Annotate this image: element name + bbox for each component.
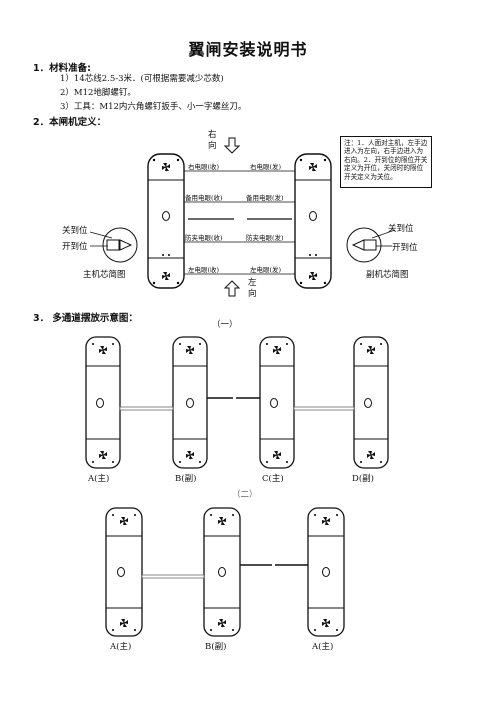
wire-right-label: 防夹电眼(发) bbox=[246, 234, 284, 242]
unit-label: A(主) bbox=[88, 474, 110, 484]
wire-right-label: 右电眼(发) bbox=[250, 163, 282, 171]
layout-1-drawing bbox=[85, 336, 389, 469]
material-item-3: 3）工具：M12内六角螺钉扳手、小一字螺丝刀。 bbox=[60, 102, 247, 112]
section-2-heading: 2．本闸机定义： bbox=[33, 117, 107, 128]
unit-label: A(主) bbox=[312, 642, 334, 652]
section-1-heading: 1．材料准备: bbox=[33, 63, 91, 74]
unit-label: B(副) bbox=[205, 642, 227, 652]
master-mechanism-icon bbox=[89, 227, 138, 263]
slave-mechanism-icon bbox=[346, 227, 396, 263]
layout-1-label: （一） bbox=[212, 320, 238, 330]
master-gate-unit bbox=[147, 153, 185, 289]
slave-open-position-label: 开到位 bbox=[392, 243, 418, 253]
material-item-1: 1）14芯线2.5-3米．(可根据需要减少芯数) bbox=[60, 74, 224, 84]
unit-label: A(主) bbox=[110, 642, 132, 652]
unit-label: D(副) bbox=[352, 474, 374, 484]
right-direction-arrow-icon bbox=[223, 137, 241, 154]
layout-2-label: （二） bbox=[232, 490, 258, 500]
master-open-position-label: 开到位 bbox=[62, 242, 88, 252]
wire-right-label: 左电眼(发) bbox=[250, 266, 282, 274]
slave-gate-unit bbox=[294, 153, 332, 289]
bottom-arrow-label: 左向 bbox=[248, 278, 257, 299]
slave-close-position-label: 关到位 bbox=[388, 224, 414, 234]
definition-note: 注：1．人面对主机，左手边进入为左向，右手边进入为右向。2．开到位的限位开关定义… bbox=[340, 136, 432, 188]
wire-left-label: 防夹电眼(收) bbox=[185, 234, 223, 242]
section-3-heading: 3． 多通道摆放示意图： bbox=[33, 313, 138, 324]
wire-left-label: 左电眼(收) bbox=[188, 266, 220, 274]
master-caption: 主机芯简图 bbox=[83, 270, 126, 280]
material-item-2: 2）M12地脚螺钉。 bbox=[60, 88, 136, 98]
wire-left-label: 右电眼(收) bbox=[188, 163, 220, 171]
unit-label: C(主) bbox=[262, 474, 284, 484]
wire-right-label: 备用电眼(发) bbox=[246, 194, 284, 202]
wire-left-label: 备用电眼(收) bbox=[185, 194, 223, 202]
document-title: 翼闸安装说明书 bbox=[188, 40, 308, 59]
slave-caption: 副机芯简图 bbox=[366, 270, 409, 280]
master-close-position-label: 关到位 bbox=[62, 226, 88, 236]
top-arrow-label: 右向 bbox=[208, 130, 217, 151]
layout-2-drawing bbox=[105, 507, 345, 637]
left-direction-arrow-icon bbox=[223, 280, 241, 297]
unit-label: B(副) bbox=[175, 474, 197, 484]
